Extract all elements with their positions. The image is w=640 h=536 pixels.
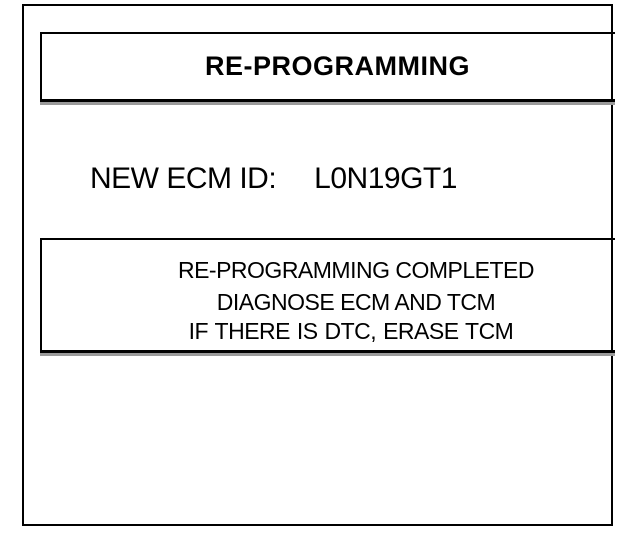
status-message-line-erase: IF THERE IS DTC, ERASE TCM	[188, 318, 514, 344]
status-message-line-completed: RE-PROGRAMMING COMPLETED	[177, 257, 535, 283]
status-message-panel: RE-PROGRAMMING COMPLETED DIAGNOSE ECM AN…	[40, 238, 615, 353]
ecm-id-value: L0N19GT1	[314, 162, 457, 195]
reprogramming-screen: RE-PROGRAMMING NEW ECM ID: L0N19GT1 RE-PR…	[22, 4, 615, 526]
title-panel: RE-PROGRAMMING	[40, 32, 615, 102]
ecm-id-label: NEW ECM ID:	[90, 162, 277, 195]
page-title: RE-PROGRAMMING	[205, 51, 470, 81]
ecm-id-row: NEW ECM ID: L0N19GT1	[90, 162, 457, 196]
status-message-line-diagnose: DIAGNOSE ECM AND TCM	[216, 289, 496, 315]
